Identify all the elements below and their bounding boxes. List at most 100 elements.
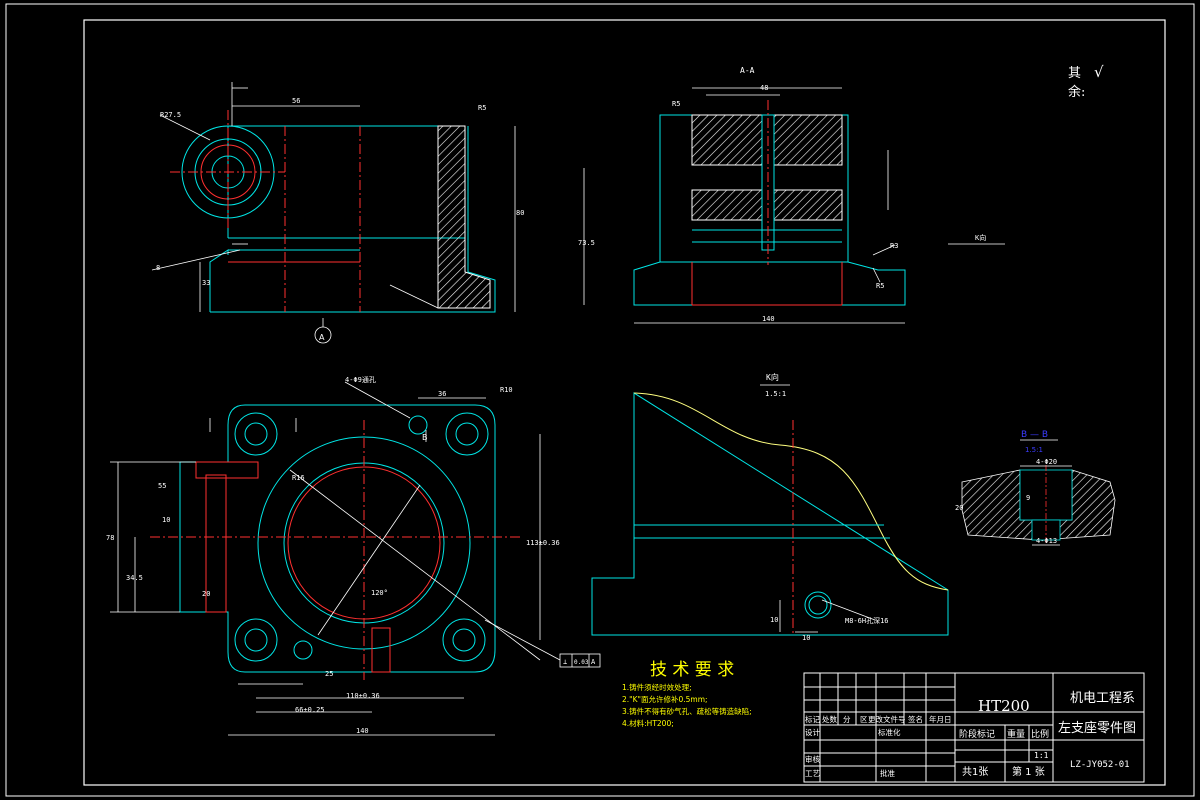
aa-leader-r3 xyxy=(872,244,896,256)
tol-datum: A xyxy=(591,658,596,666)
left-boss-head xyxy=(195,461,259,479)
plan-dim-r10-text: R10 xyxy=(500,386,513,394)
aa-dim-48-text: 48 xyxy=(760,84,768,92)
tb-part-name: 左支座零件图 xyxy=(1058,721,1136,736)
corner-hole-bl-outer xyxy=(234,618,278,662)
view-k-dim-10b: 10 xyxy=(802,634,810,642)
front-leader-r xyxy=(159,114,211,141)
tb-stage-mark: 阶段标记 xyxy=(959,728,995,740)
mark-b-letter: B xyxy=(422,433,428,442)
bb-dim-top-text: 4-Φ20 xyxy=(1036,458,1057,466)
front-dim-r5: R5 xyxy=(478,104,486,112)
bb-dim-9-text: 9 xyxy=(1026,494,1030,502)
front-dim-width: 56 xyxy=(292,97,300,105)
tolerance-frame: ⊥ 0.03 A xyxy=(484,619,601,668)
tb-department: 机电工程系 xyxy=(1070,691,1135,706)
pin-hole-top xyxy=(408,415,428,435)
view-k-title: K向 xyxy=(766,372,779,382)
pin-hole-bottom xyxy=(293,640,313,660)
inner-frame xyxy=(83,19,1166,786)
plan-dim-140-text: 140 xyxy=(356,727,369,735)
view-k-curve xyxy=(633,392,949,591)
remark-line1: 其 xyxy=(1068,66,1081,81)
plan-view xyxy=(150,404,541,680)
tb-rev-h3: 区 xyxy=(860,715,868,724)
plan-dimensions: 25 110±0.36 66±0.25 140 36 R10 R16 120° … xyxy=(106,375,560,736)
corner-hole-br-inner xyxy=(452,628,476,652)
plan-leader-hole xyxy=(344,381,411,419)
plan-dim-113-text: 113±0.36 xyxy=(526,539,560,547)
front-hatch-area xyxy=(437,125,491,309)
outer-border xyxy=(5,3,1195,797)
section-b-marks: B xyxy=(209,418,428,442)
tb-rev-h5: 签名 xyxy=(908,714,923,724)
plan-diag-1 xyxy=(289,469,541,661)
aa-dim-r5-top: R5 xyxy=(672,100,680,108)
plan-dim-20-text: 20 xyxy=(202,590,210,598)
tb-rev-h6: 年月日 xyxy=(929,714,952,724)
view-k-dim-hole: M8-6H孔深16 xyxy=(845,616,889,625)
title-block-frame xyxy=(803,672,1145,783)
tb-design: 设计 xyxy=(805,727,820,737)
tech-item-1: 1.铸件须经时效处理; xyxy=(622,682,692,692)
corner-hole-tl-outer xyxy=(234,412,278,456)
plan-dim-10-text: 10 xyxy=(162,516,170,524)
tech-item-2: 2."K"面允许修补0.5mm; xyxy=(622,694,708,704)
tb-rev-h1: 处数 xyxy=(822,714,837,724)
aa-dim-r3: R3 xyxy=(890,242,898,250)
corner-hole-br-outer xyxy=(442,618,486,662)
plan-dim-36-text: 36 xyxy=(438,390,446,398)
aa-dim-width: 140 xyxy=(762,315,775,323)
section-a-marks: A xyxy=(232,87,332,344)
tol-box xyxy=(559,653,601,668)
section-bb-title: B — B xyxy=(1021,430,1048,440)
view-k-dimensions: K向 1.5:1 10 10 M8-6H孔深16 xyxy=(760,372,889,642)
bb-dim-bottom-text: 4-Φ13 xyxy=(1036,537,1057,545)
tb-standardization: 标准化 xyxy=(878,727,901,737)
plan-dim-hole-text: 4-Φ9通孔 xyxy=(345,375,376,384)
left-boss-bolt xyxy=(205,474,227,613)
tb-rev-h2: 分 xyxy=(843,715,851,724)
tb-approve: 批准 xyxy=(880,768,895,778)
view-k-hole-leader xyxy=(821,599,876,621)
remark-line2: 余: xyxy=(1068,84,1085,100)
view-a-letter: A xyxy=(319,333,325,342)
section-aa-title: A-A xyxy=(740,66,755,75)
tb-drawing-no: LZ-JY052-01 xyxy=(1070,760,1130,770)
tech-requirements: 技 术 要 求 1.铸件须经时效处理; 2."K"面允许修补0.5mm; 3.铸… xyxy=(622,660,752,728)
corner-hole-tr-inner xyxy=(455,422,479,446)
tech-item-3: 3.铸件不得有砂气孔、疏松等铸造缺陷; xyxy=(622,706,752,716)
plan-dim-120-text: 120° xyxy=(371,589,388,597)
view-k-outline xyxy=(591,392,949,636)
front-dim-bottom: 33 xyxy=(202,279,210,287)
front-dim-phi: 8 xyxy=(156,264,160,272)
tb-material: HT200 xyxy=(978,697,1030,715)
front-leader-ra xyxy=(389,284,439,309)
tb-rev-h4: 更改文件号 xyxy=(868,714,906,724)
front-view xyxy=(170,110,496,313)
tb-rev-h0: 标记 xyxy=(805,714,820,724)
view-k-tapped-hole xyxy=(804,591,832,619)
finish-remark: 其 余: √ xyxy=(1068,63,1104,100)
front-leader-8 xyxy=(151,249,241,271)
section-aa-view xyxy=(633,100,906,306)
tb-scale-value: 1:1 xyxy=(1034,751,1049,760)
tb-sheet-no: 第 1 张 xyxy=(1012,765,1045,778)
aa-base xyxy=(633,261,906,306)
tech-title: 技 术 要 求 xyxy=(650,660,734,680)
section-bb-scale: 1.5:1 xyxy=(1025,446,1043,454)
tb-scale-label: 比例 xyxy=(1031,728,1049,740)
plan-outline xyxy=(179,404,496,673)
tb-sheets-total: 共1张 xyxy=(962,766,988,778)
plan-dim-r16-text: R16 xyxy=(292,474,305,482)
tb-process: 工艺 xyxy=(805,769,820,778)
section-bb-view: B — B 1.5:1 4-Φ20 4-Φ13 20 9 xyxy=(955,430,1116,546)
plan-dim-66-text: 66±0.25 xyxy=(295,706,325,714)
corner-hole-tr-outer xyxy=(445,412,489,456)
section-aa-dimensions: A-A 48 73.5 140 R5 R3 R5 K向 xyxy=(578,66,1005,324)
split-slot-bottom xyxy=(371,627,391,673)
view-k-scale: 1.5:1 xyxy=(765,390,786,398)
tol-leader xyxy=(484,619,561,661)
plan-dim-110-text: 110±0.36 xyxy=(346,692,380,700)
